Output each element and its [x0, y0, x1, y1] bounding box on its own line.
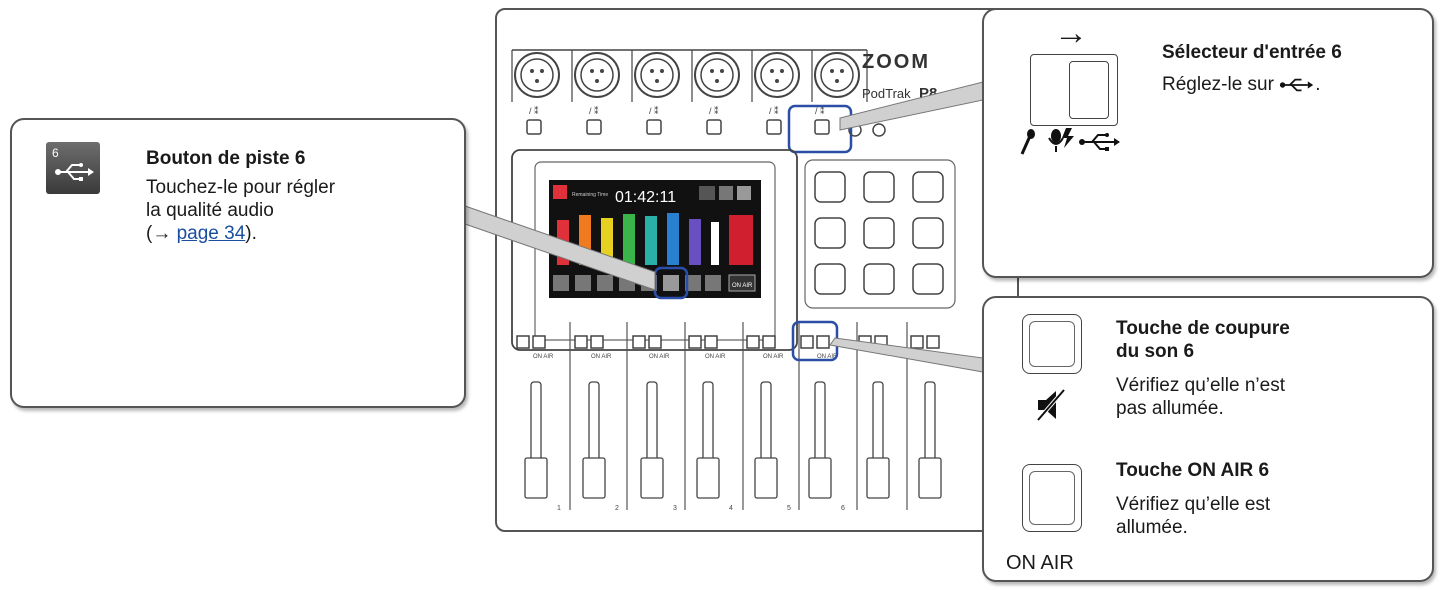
svg-text:/ ⁑: / ⁑: [649, 105, 659, 116]
usb-symbol-icon: [1079, 133, 1120, 151]
speaker-muted-icon: [1036, 388, 1066, 422]
svg-text:ON AIR: ON AIR: [763, 354, 784, 360]
usb-icon: [55, 163, 94, 181]
svg-text:/ ⁑: / ⁑: [709, 105, 719, 116]
arrow-right-icon: →: [1054, 14, 1088, 52]
svg-text:1: 1: [557, 505, 561, 512]
svg-text:/ ⁑: / ⁑: [589, 105, 599, 116]
xlr-input-5: [754, 52, 800, 98]
mute-key-title-2: du son 6: [1116, 341, 1195, 362]
selector-switch-icon: [1030, 54, 1118, 126]
phantom-mic-icon: [1048, 128, 1074, 152]
svg-text:3: 3: [673, 505, 677, 512]
mute-key-desc-2: pas allumée.: [1116, 398, 1224, 419]
svg-text:ON AIR: ON AIR: [591, 354, 612, 360]
track-button-title: Bouton de piste 6: [146, 148, 306, 169]
onair-key-desc-1: Vérifiez qu’elle est: [1116, 494, 1271, 515]
svg-text:ON AIR: ON AIR: [732, 283, 753, 289]
svg-text:ON AIR: ON AIR: [705, 354, 726, 360]
svg-text:ON AIR: ON AIR: [533, 354, 554, 360]
callout-input-selector: → Sélecteur d'entrée 6 Réglez-le sur .: [982, 8, 1434, 278]
mute-key-desc-1: Vérifiez qu’elle n’est: [1116, 375, 1285, 396]
model-prefix: PodTrak: [862, 86, 911, 101]
svg-text:4: 4: [729, 505, 733, 512]
brand-logo: ZOOM: [862, 51, 930, 73]
mute-key-icon: [1022, 314, 1082, 374]
svg-text:6: 6: [841, 505, 845, 512]
onair-key-title: Touche ON AIR 6: [1116, 460, 1270, 481]
usb-inline-icon: [1280, 78, 1314, 92]
input-selector-title: Sélecteur d'entrée 6: [1162, 42, 1342, 63]
page-link[interactable]: page 34: [176, 223, 246, 244]
device-drawing: / ⁑/ ⁑/ ⁑ / ⁑/ ⁑/ ⁑ ZOOM PodTrak P8 Rema…: [511, 49, 956, 512]
faders: [524, 381, 942, 499]
xlr-input-6: [814, 52, 860, 98]
screen-time: 01:42:11: [615, 189, 676, 206]
xlr-input-4: [694, 52, 740, 98]
highlight-input-6: [787, 104, 853, 154]
xlr-input-1: [514, 52, 560, 98]
svg-text:/ ⁑: / ⁑: [815, 105, 825, 116]
sound-pads: [814, 171, 944, 295]
track-button-line3: (→ page 34).: [146, 223, 257, 244]
mute-key-title-1: Touche de coupure: [1116, 318, 1290, 339]
leader-input-selector: [839, 81, 984, 131]
mic-icon: [1020, 129, 1035, 155]
svg-text:5: 5: [787, 505, 791, 512]
callout-mute-onair: Touche de coupure du son 6 Vérifiez qu’e…: [982, 296, 1434, 582]
xlr-inputs: [511, 49, 868, 102]
svg-text:/ ⁑: / ⁑: [769, 105, 779, 116]
onair-key-icon: [1022, 464, 1082, 532]
leader-track-button: [464, 205, 656, 291]
xlr-input-2: [574, 52, 620, 98]
screen-bezel: [511, 149, 798, 351]
mute-onair-buttons: [516, 335, 940, 349]
svg-text:/ ⁑: / ⁑: [529, 105, 539, 116]
track-button-line2: la qualité audio: [146, 200, 274, 221]
xlr-input-3: [634, 52, 680, 98]
pad-area: [804, 159, 956, 309]
track-button-line1: Touchez-le pour régler: [146, 177, 336, 198]
leader-mute-key: [829, 337, 984, 373]
callout-track-button: 6 Bouton de piste 6 Touchez-le pour régl…: [10, 118, 466, 408]
onair-key-desc-2: allumée.: [1116, 517, 1188, 538]
track-button-icon: 6: [46, 142, 100, 194]
svg-text:ON AIR: ON AIR: [817, 354, 838, 360]
input-type-icons: [1020, 128, 1120, 155]
svg-text:Remaining Time: Remaining Time: [572, 192, 608, 198]
svg-text:2: 2: [615, 505, 619, 512]
onair-key-label: ON AIR: [1006, 552, 1074, 574]
input-switches: [526, 119, 830, 135]
input-selector-desc: Réglez-le sur .: [1162, 74, 1321, 95]
svg-text:ON AIR: ON AIR: [649, 354, 670, 360]
